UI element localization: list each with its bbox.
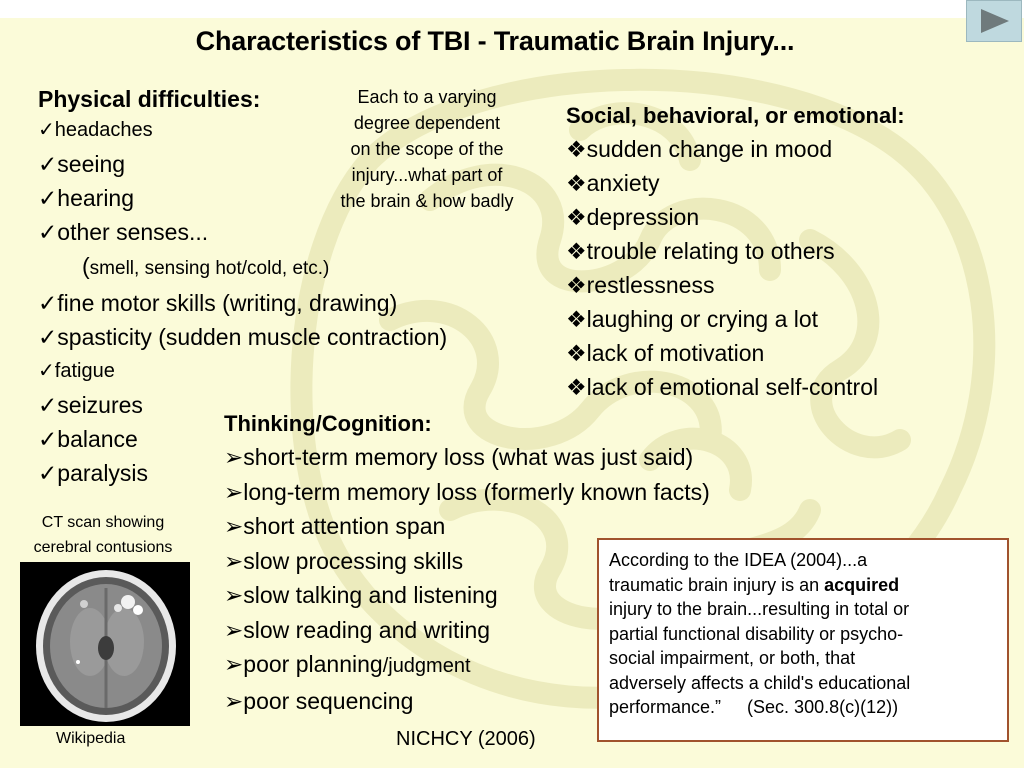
list-item: ➢poor sequencing <box>224 684 710 719</box>
statute-reference: (Sec. 300.8(c)(12)) <box>747 697 899 717</box>
physical-difficulties-section: Physical difficulties: ✓headaches ✓seein… <box>38 86 447 490</box>
list-item: ✓seizures <box>38 388 447 422</box>
diamond-bullet-icon: ❖ <box>566 136 587 162</box>
list-item: ✓hearing <box>38 181 447 215</box>
arrow-bullet-icon: ➢ <box>224 478 244 505</box>
checkmark-icon: ✓ <box>38 151 58 177</box>
list-item: ➢long-term memory loss (formerly known f… <box>224 475 710 510</box>
list-item: ➢slow talking and listening <box>224 578 710 613</box>
arrow-bullet-icon: ➢ <box>224 547 244 574</box>
list-item: ❖sudden change in mood <box>566 132 905 166</box>
list-item: ✓fine motor skills (writing, drawing) <box>38 286 447 320</box>
list-item: ➢short attention span <box>224 509 710 544</box>
list-item: ✓balance <box>38 422 447 456</box>
list-item: ❖lack of emotional self-control <box>566 370 905 404</box>
diamond-bullet-icon: ❖ <box>566 204 587 230</box>
physical-heading: Physical difficulties: <box>38 86 261 112</box>
checkmark-icon: ✓ <box>38 360 55 382</box>
slide-title: Characteristics of TBI - Traumatic Brain… <box>195 26 795 56</box>
list-item: ❖lack of motivation <box>566 336 905 370</box>
arrow-bullet-icon: ➢ <box>224 582 244 608</box>
checkmark-icon: ✓ <box>38 119 55 141</box>
social-behavioral-section: Social, behavioral, or emotional: ❖sudde… <box>566 100 905 404</box>
list-item: ❖depression <box>566 200 905 234</box>
checkmark-icon: ✓ <box>38 219 58 245</box>
list-item: ➢poor planning/judgment <box>224 647 710 684</box>
image-credit: Wikipedia <box>56 730 126 747</box>
play-forward-icon <box>981 9 1009 33</box>
list-item: ❖trouble relating to others <box>566 234 905 268</box>
next-slide-button[interactable] <box>966 0 1022 42</box>
thinking-list: ➢short-term memory loss (what was just s… <box>224 440 710 718</box>
acquired-emphasis: acquired <box>824 574 900 595</box>
social-heading: Social, behavioral, or emotional: <box>566 103 905 128</box>
list-item: ✓headaches <box>38 113 447 147</box>
list-item: ✓spasticity (sudden muscle contraction) <box>38 320 447 354</box>
list-item: ❖restlessness <box>566 268 905 302</box>
list-item: ✓other senses... <box>38 215 447 249</box>
idea-definition-box: According to the IDEA (2004)...a traumat… <box>597 538 1009 742</box>
thinking-cognition-section: Thinking/Cognition: ➢short-term memory l… <box>224 408 710 718</box>
checkmark-icon: ✓ <box>38 324 58 350</box>
ct-scan-image <box>20 562 190 726</box>
physical-list: ✓headaches ✓seeing ✓hearing ✓other sense… <box>38 113 447 490</box>
diamond-bullet-icon: ❖ <box>566 272 587 298</box>
social-list: ❖sudden change in mood ❖anxiety ❖depress… <box>566 132 905 404</box>
scope-note: Each to a varying degree dependent on th… <box>340 87 514 211</box>
arrow-bullet-icon: ➢ <box>224 616 244 643</box>
list-item: ➢short-term memory loss (what was just s… <box>224 440 710 475</box>
list-item: ❖anxiety <box>566 166 905 200</box>
arrow-bullet-icon: ➢ <box>224 513 244 539</box>
checkmark-icon: ✓ <box>38 185 58 211</box>
checkmark-icon: ✓ <box>38 290 58 316</box>
list-item: ✓paralysis <box>38 456 447 490</box>
arrow-bullet-icon: ➢ <box>224 444 244 470</box>
diamond-bullet-icon: ❖ <box>566 306 587 332</box>
thinking-heading: Thinking/Cognition: <box>224 411 432 436</box>
diamond-bullet-icon: ❖ <box>566 238 587 264</box>
list-item: ➢slow reading and writing <box>224 613 710 648</box>
list-item: ✓fatigue <box>38 354 447 388</box>
checkmark-icon: ✓ <box>38 426 58 452</box>
arrow-bullet-icon: ➢ <box>224 651 244 677</box>
arrow-bullet-icon: ➢ <box>224 687 244 714</box>
list-item: ➢slow processing skills <box>224 544 710 579</box>
diamond-bullet-icon: ❖ <box>566 340 587 366</box>
diamond-bullet-icon: ❖ <box>566 374 587 400</box>
list-item: ✓seeing <box>38 147 447 181</box>
citation: NICHCY (2006) <box>396 728 536 750</box>
list-item: ❖laughing or crying a lot <box>566 302 905 336</box>
senses-note: (smell, sensing hot/cold, etc.) <box>82 253 330 279</box>
diamond-bullet-icon: ❖ <box>566 170 587 196</box>
ct-scan-caption: CT scan showing cerebral contusions <box>33 514 173 556</box>
top-strip <box>0 0 1024 18</box>
checkmark-icon: ✓ <box>38 392 58 418</box>
checkmark-icon: ✓ <box>38 460 58 486</box>
